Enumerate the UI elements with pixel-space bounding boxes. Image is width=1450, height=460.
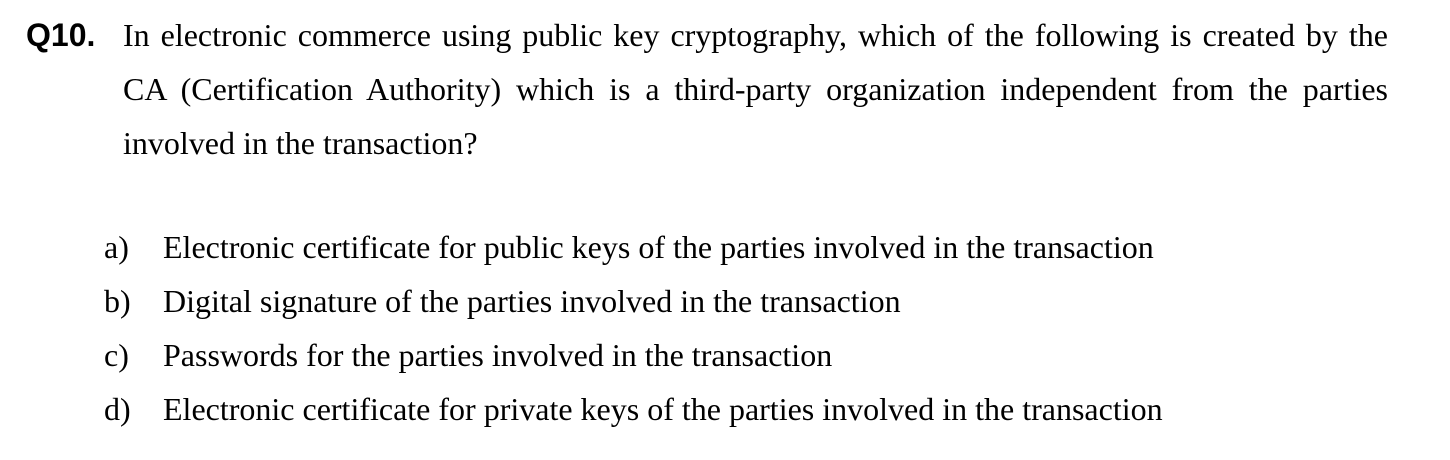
option-text: Digital signature of the parties involve… [163, 283, 901, 319]
option-d: d) Electronic certificate for private ke… [104, 382, 1404, 436]
question-block: Q10. In electronic commerce using public… [26, 8, 1388, 170]
question-number: Q10. [26, 17, 96, 53]
option-text: Electronic certificate for public keys o… [163, 229, 1154, 265]
answer-options: a) Electronic certificate for public key… [104, 220, 1404, 436]
option-letter: c) [104, 337, 129, 373]
option-letter: a) [104, 229, 129, 265]
option-letter: b) [104, 283, 131, 319]
question-text: In electronic commerce using public key … [123, 17, 1388, 161]
option-text: Passwords for the parties involved in th… [163, 337, 833, 373]
option-letter: d) [104, 391, 131, 427]
option-c: c) Passwords for the parties involved in… [104, 328, 1404, 382]
option-text: Electronic certificate for private keys … [163, 391, 1163, 427]
option-a: a) Electronic certificate for public key… [104, 220, 1404, 274]
option-b: b) Digital signature of the parties invo… [104, 274, 1404, 328]
